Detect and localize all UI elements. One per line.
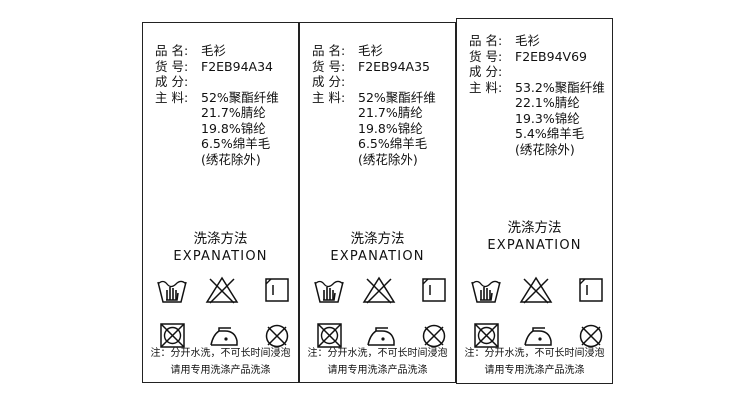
material-3: 19.3%锦纶 — [515, 110, 580, 126]
material-1: 52%聚酯纤维 — [201, 89, 279, 105]
note-line-1: 注：分开水洗，不可长时间浸泡 — [464, 348, 605, 359]
note-line-2: 请用专用洗涤产品洗涤 — [170, 365, 271, 376]
do-not-tumble-dry-icon — [155, 321, 189, 351]
iron-low-icon — [521, 321, 555, 351]
embroidery-note: (绣花除外) — [358, 151, 418, 167]
name-key: 品 名: — [469, 33, 503, 48]
code-key: 货 号: — [312, 58, 346, 74]
note-line-1: 注：分开水洗，不可长时间浸泡 — [150, 348, 291, 359]
wash-subtitle: EXPANATION — [487, 238, 582, 253]
line-dry-icon — [261, 275, 295, 305]
name-key: 品 名: — [312, 43, 346, 58]
code-key: 货 号: — [155, 58, 189, 74]
material-3: 19.8%锦纶 — [201, 120, 266, 136]
care-label-3: 品 名:毛衫 货 号:F2EB94V69 成 分: 主 料:53.2%聚酯纤维 … — [456, 18, 613, 384]
wash-title: 洗涤方法 — [350, 231, 405, 247]
embroidery-note: (绣花除外) — [201, 151, 261, 167]
note-line-2: 请用专用洗涤产品洗涤 — [327, 365, 428, 376]
material-2: 21.7%腈纶 — [201, 105, 266, 120]
care-label-2: 品 名: 毛衫 货 号: F2EB94A35 成 分: 主 料: 52%聚酯纤维 21… — [299, 22, 456, 383]
composition-key: 成 分: — [155, 74, 189, 89]
do-not-bleach-icon — [205, 275, 239, 305]
line-dry-icon — [418, 275, 452, 305]
do-not-bleach-icon — [362, 275, 396, 305]
code-value: F2EB94A35 — [358, 58, 430, 74]
do-not-tumble-dry-icon — [312, 321, 346, 351]
name-value: 毛衫 — [515, 33, 541, 48]
material-2: 21.7%腈纶 — [358, 105, 423, 120]
wash-title: 洗涤方法 — [193, 231, 248, 247]
main-fabric-key: 主 料: — [469, 79, 503, 95]
code-value: F2EB94A34 — [201, 58, 273, 74]
main-fabric-key: 主 料: — [312, 89, 346, 105]
product-info: 品 名:毛衫 货 号:F2EB94V69 成 分: 主 料:53.2%聚酯纤维 … — [469, 33, 605, 157]
name-value: 毛衫 — [201, 43, 227, 58]
embroidery-note: (绣花除外) — [515, 141, 575, 157]
do-not-dry-clean-icon — [417, 321, 451, 351]
hand-wash-icon — [469, 275, 503, 305]
product-info: 品 名: 毛衫 货 号: F2EB94A35 成 分: 主 料: 52%聚酯纤维 21… — [312, 43, 436, 167]
care-note: 注：分开水洗，不可长时间浸泡 请用专用洗涤产品洗涤 — [300, 345, 455, 379]
hand-wash-icon — [155, 275, 189, 305]
composition-key: 成 分: — [469, 64, 503, 79]
care-note: 注：分开水洗，不可长时间浸泡 请用专用洗涤产品洗涤 — [143, 345, 298, 379]
material-4: 6.5%绵羊毛 — [358, 136, 428, 151]
do-not-dry-clean-icon — [574, 321, 608, 351]
material-2: 22.1%腈纶 — [515, 95, 580, 110]
care-note: 注：分开水洗，不可长时间浸泡 请用专用洗涤产品洗涤 — [457, 345, 612, 379]
name-key: 品 名: — [155, 43, 189, 58]
name-value: 毛衫 — [358, 43, 384, 58]
wash-subtitle: EXPANATION — [330, 249, 425, 264]
iron-low-icon — [364, 321, 398, 351]
material-4: 5.4%绵羊毛 — [515, 126, 585, 141]
do-not-tumble-dry-icon — [469, 321, 503, 351]
material-4: 6.5%绵羊毛 — [201, 136, 271, 151]
main-fabric-key: 主 料: — [155, 89, 189, 105]
line-dry-icon — [575, 275, 609, 305]
wash-title: 洗涤方法 — [507, 220, 562, 236]
material-1: 52%聚酯纤维 — [358, 89, 436, 105]
note-line-1: 注：分开水洗，不可长时间浸泡 — [307, 348, 448, 359]
composition-key: 成 分: — [312, 74, 346, 89]
care-label-1: 品 名: 毛衫 货 号: F2EB94A34 成 分: 主 料: 52%聚酯纤维 21… — [142, 22, 299, 383]
material-1: 53.2%聚酯纤维 — [515, 79, 605, 95]
product-info: 品 名: 毛衫 货 号: F2EB94A34 成 分: 主 料: 52%聚酯纤维 21… — [155, 43, 279, 167]
iron-low-icon — [207, 321, 241, 351]
note-line-2: 请用专用洗涤产品洗涤 — [484, 365, 585, 376]
material-3: 19.8%锦纶 — [358, 120, 423, 136]
code-value: F2EB94V69 — [515, 48, 587, 64]
do-not-bleach-icon — [519, 275, 553, 305]
hand-wash-icon — [312, 275, 346, 305]
code-key: 货 号: — [469, 48, 503, 64]
wash-subtitle: EXPANATION — [173, 249, 268, 264]
do-not-dry-clean-icon — [260, 321, 294, 351]
